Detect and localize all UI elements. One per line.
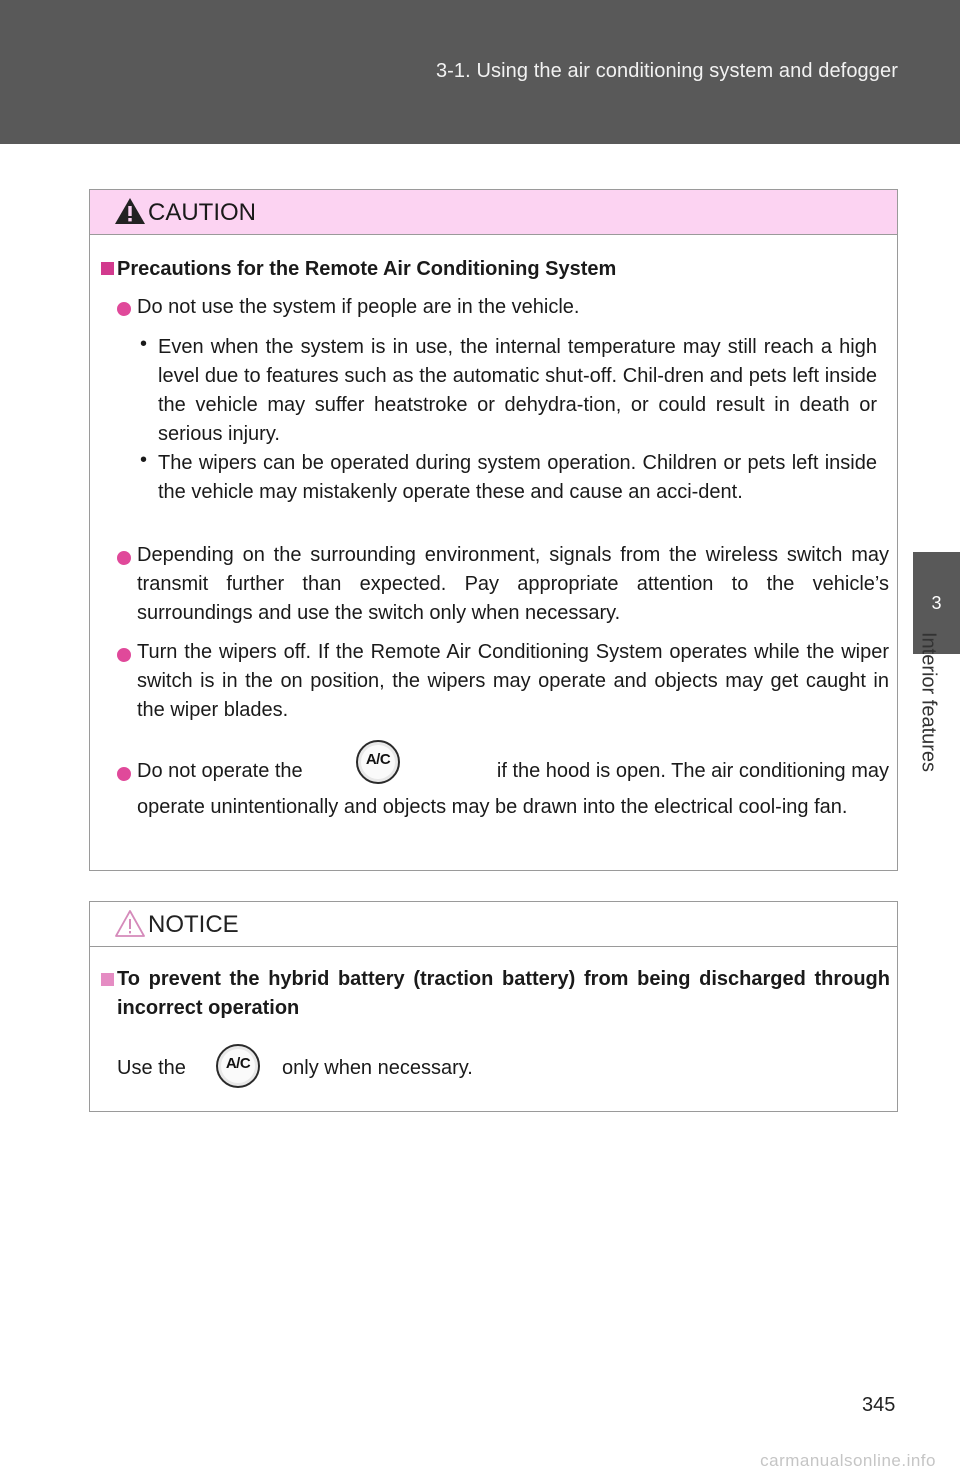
page-header: 3-1. Using the air conditioning system a…	[0, 0, 960, 144]
chapter-tab: 3	[913, 552, 960, 654]
caution-bullet-1: Do not use the system if people are in t…	[137, 296, 580, 318]
bullet-dot-icon	[117, 551, 131, 565]
chapter-number: 3	[931, 592, 942, 613]
notice-title: NOTICE	[148, 911, 239, 938]
caution-bullet-4-end: if the hood is open. The air conditionin…	[496, 760, 889, 782]
notice-box: NOTICE To prevent the hybrid battery (tr…	[89, 901, 898, 1112]
bullet-dot-icon	[117, 648, 131, 662]
bullet-dot-icon	[117, 302, 131, 316]
caution-box: CAUTION Precautions for the Remote Air C…	[89, 189, 898, 871]
ac-button-icon: A/C	[356, 740, 400, 784]
caution-title: CAUTION	[148, 199, 256, 226]
caution-bullet-4-start: Do not operate the	[137, 760, 303, 782]
warning-icon	[115, 198, 145, 224]
sub-bullet-marker: •	[140, 449, 148, 471]
caution-bullet-3: Turn the wipers off. If the Remote Air C…	[137, 641, 889, 721]
bullet-dot-icon	[117, 767, 131, 781]
watermark: carmanualsonline.info	[760, 1451, 936, 1470]
chapter-label: Interior features	[917, 631, 940, 773]
caution-sub-1: Even when the system is in use, the inte…	[158, 336, 877, 445]
caution-header: CAUTION	[90, 190, 897, 235]
notice-text-start: Use the	[117, 1057, 186, 1079]
notice-text-end: only when necessary.	[282, 1057, 473, 1079]
caution-bullet-2: Depending on the surrounding environment…	[137, 544, 889, 624]
notice-section-title: To prevent the hybrid battery (traction …	[117, 968, 890, 1019]
caution-section-title: Precautions for the Remote Air Condition…	[117, 258, 617, 280]
warning-outline-icon	[115, 910, 145, 937]
ac-button-icon: A/C	[216, 1044, 260, 1088]
notice-header: NOTICE	[90, 902, 897, 947]
caution-bullet-4-rest: operate unintentionally and objects may …	[137, 796, 848, 818]
page-number: 345	[862, 1394, 896, 1416]
section-square-icon	[101, 262, 114, 275]
sub-bullet-marker: •	[140, 333, 148, 355]
caution-sub-2: The wipers can be operated during system…	[158, 452, 877, 503]
chapter-title: 3-1. Using the air conditioning system a…	[435, 60, 898, 82]
section-square-icon	[101, 973, 114, 986]
